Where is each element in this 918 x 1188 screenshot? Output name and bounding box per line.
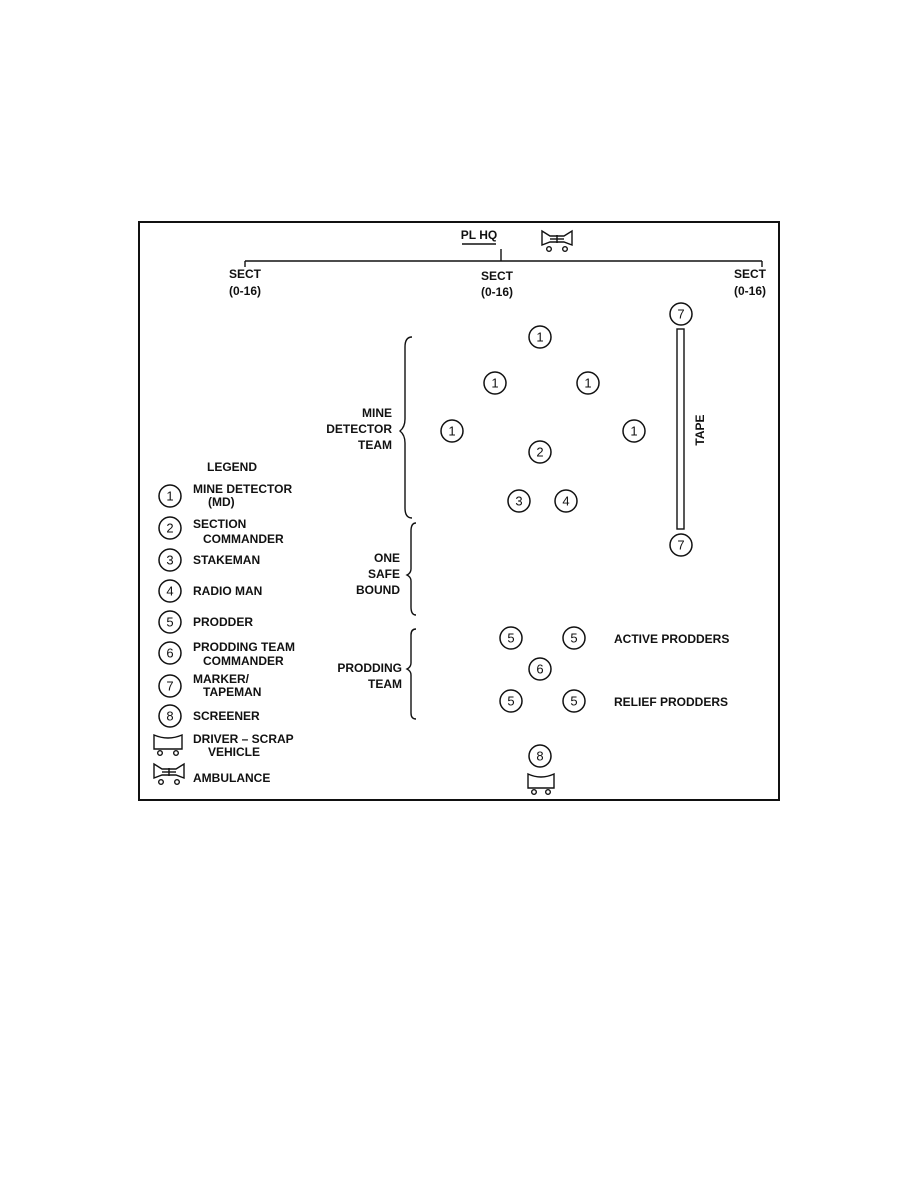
- prodder-marker: 5: [507, 631, 514, 646]
- pl-hq-label: PL HQ: [461, 228, 497, 242]
- legend-item-label: COMMANDER: [203, 654, 284, 668]
- mine-detector-marker: 1: [491, 376, 498, 391]
- mine-detector-marker: 1: [630, 424, 637, 439]
- legend-symbol: [158, 516, 182, 540]
- marker-circle: [562, 689, 586, 713]
- marker-circle: [507, 489, 531, 513]
- legend-symbol: [158, 484, 182, 508]
- safe-bound-label-line1: ONE: [374, 551, 400, 565]
- marker-circle: [562, 626, 586, 650]
- prodding-team-commander-marker: 6: [536, 662, 543, 677]
- legend-symbol: [158, 704, 182, 728]
- legend-symbol-number: 1: [166, 489, 173, 504]
- marker-circle: [669, 533, 693, 557]
- legend-item-label: PRODDER: [193, 615, 253, 629]
- legend-symbol-number: 7: [166, 679, 173, 694]
- section-right-title: SECT: [734, 267, 767, 281]
- marker-circle: [440, 419, 464, 443]
- marker-circle: [483, 371, 507, 395]
- legend-item-label: SCREENER: [193, 709, 260, 723]
- scrap-vehicle-icon: [527, 772, 555, 795]
- relief-prodders-label: RELIEF PRODDERS: [614, 695, 728, 709]
- legend-symbol-number: 5: [166, 615, 173, 630]
- marker-circle: [499, 689, 523, 713]
- ambulance-icon: [541, 229, 573, 252]
- marker-circle: [528, 657, 552, 681]
- legend-title: LEGEND: [207, 460, 257, 474]
- mine-detector-marker: 1: [536, 330, 543, 345]
- legend-item-label: DRIVER – SCRAP: [193, 732, 294, 746]
- section-center-title: SECT: [481, 269, 514, 283]
- section-left-sub: (0-16): [229, 284, 261, 298]
- marker-circle: [528, 325, 552, 349]
- formation-diagram: PL HQ SECT (0-16) SECT (0-16) SECT (0-16…: [138, 221, 780, 801]
- active-prodders-label: ACTIVE PRODDERS: [614, 632, 729, 646]
- legend-symbol: [158, 674, 182, 698]
- mine-detector-marker: 1: [448, 424, 455, 439]
- marker-circle: [554, 489, 578, 513]
- prodder-marker: 5: [570, 631, 577, 646]
- stakeman-marker: 3: [515, 494, 522, 509]
- legend-symbol-number: 2: [166, 521, 173, 536]
- legend-symbol-number: 6: [166, 646, 173, 661]
- safe-bound-label-line3: BOUND: [356, 583, 400, 597]
- prodding-team-brace: [405, 628, 417, 720]
- section-commander-marker: 2: [536, 445, 543, 460]
- legend-scrap-vehicle-icon: [153, 733, 183, 756]
- prodding-team-label-line1: PRODDING: [337, 661, 402, 675]
- legend-item-label: MARKER/: [193, 672, 250, 686]
- marker-circle: [576, 371, 600, 395]
- legend-item-label: AMBULANCE: [193, 771, 270, 785]
- prodder-marker: 5: [570, 694, 577, 709]
- legend-item-label: MINE DETECTOR: [193, 482, 292, 496]
- marker-circle: [669, 302, 693, 326]
- screener-marker: 8: [536, 749, 543, 764]
- mine-detector-label-line2: DETECTOR: [326, 422, 392, 436]
- safe-bound-brace: [405, 522, 417, 616]
- legend-symbol-number: 8: [166, 709, 173, 724]
- section-center-sub: (0-16): [481, 285, 513, 299]
- marker-circle: [528, 440, 552, 464]
- legend-item-label: (MD): [208, 495, 235, 509]
- tape: [676, 328, 685, 530]
- legend-item-label: COMMANDER: [203, 532, 284, 546]
- legend-symbol: [158, 548, 182, 572]
- legend-symbol-number: 4: [166, 584, 173, 599]
- marker-circle: [499, 626, 523, 650]
- section-right-sub: (0-16): [734, 284, 766, 298]
- tapeman-marker-top: 7: [677, 307, 684, 322]
- mine-detector-team-brace: [398, 336, 413, 519]
- mine-detector-label-line1: MINE: [362, 406, 392, 420]
- prodder-marker: 5: [507, 694, 514, 709]
- legend-item-label: SECTION: [193, 517, 246, 531]
- marker-circle: [528, 744, 552, 768]
- legend-item-label: PRODDING TEAM: [193, 640, 295, 654]
- mine-detector-marker: 1: [584, 376, 591, 391]
- legend-item-label: STAKEMAN: [193, 553, 260, 567]
- legend-item-label: VEHICLE: [208, 745, 260, 759]
- legend-ambulance-icon: [153, 762, 185, 785]
- tape-label: TAPE: [693, 414, 707, 445]
- safe-bound-label-line2: SAFE: [368, 567, 400, 581]
- legend-item-label: RADIO MAN: [193, 584, 262, 598]
- legend-symbol: [158, 641, 182, 665]
- legend-symbol: [158, 610, 182, 634]
- formation-svg: PL HQ SECT (0-16) SECT (0-16) SECT (0-16…: [153, 228, 767, 795]
- marker-circle: [622, 419, 646, 443]
- section-left-title: SECT: [229, 267, 262, 281]
- tapeman-marker-bottom: 7: [677, 538, 684, 553]
- prodding-team-label-line2: TEAM: [368, 677, 402, 691]
- legend-item-label: TAPEMAN: [203, 685, 261, 699]
- legend-symbol-number: 3: [166, 553, 173, 568]
- radio-man-marker: 4: [562, 494, 569, 509]
- mine-detector-label-line3: TEAM: [358, 438, 392, 452]
- legend-symbol: [158, 579, 182, 603]
